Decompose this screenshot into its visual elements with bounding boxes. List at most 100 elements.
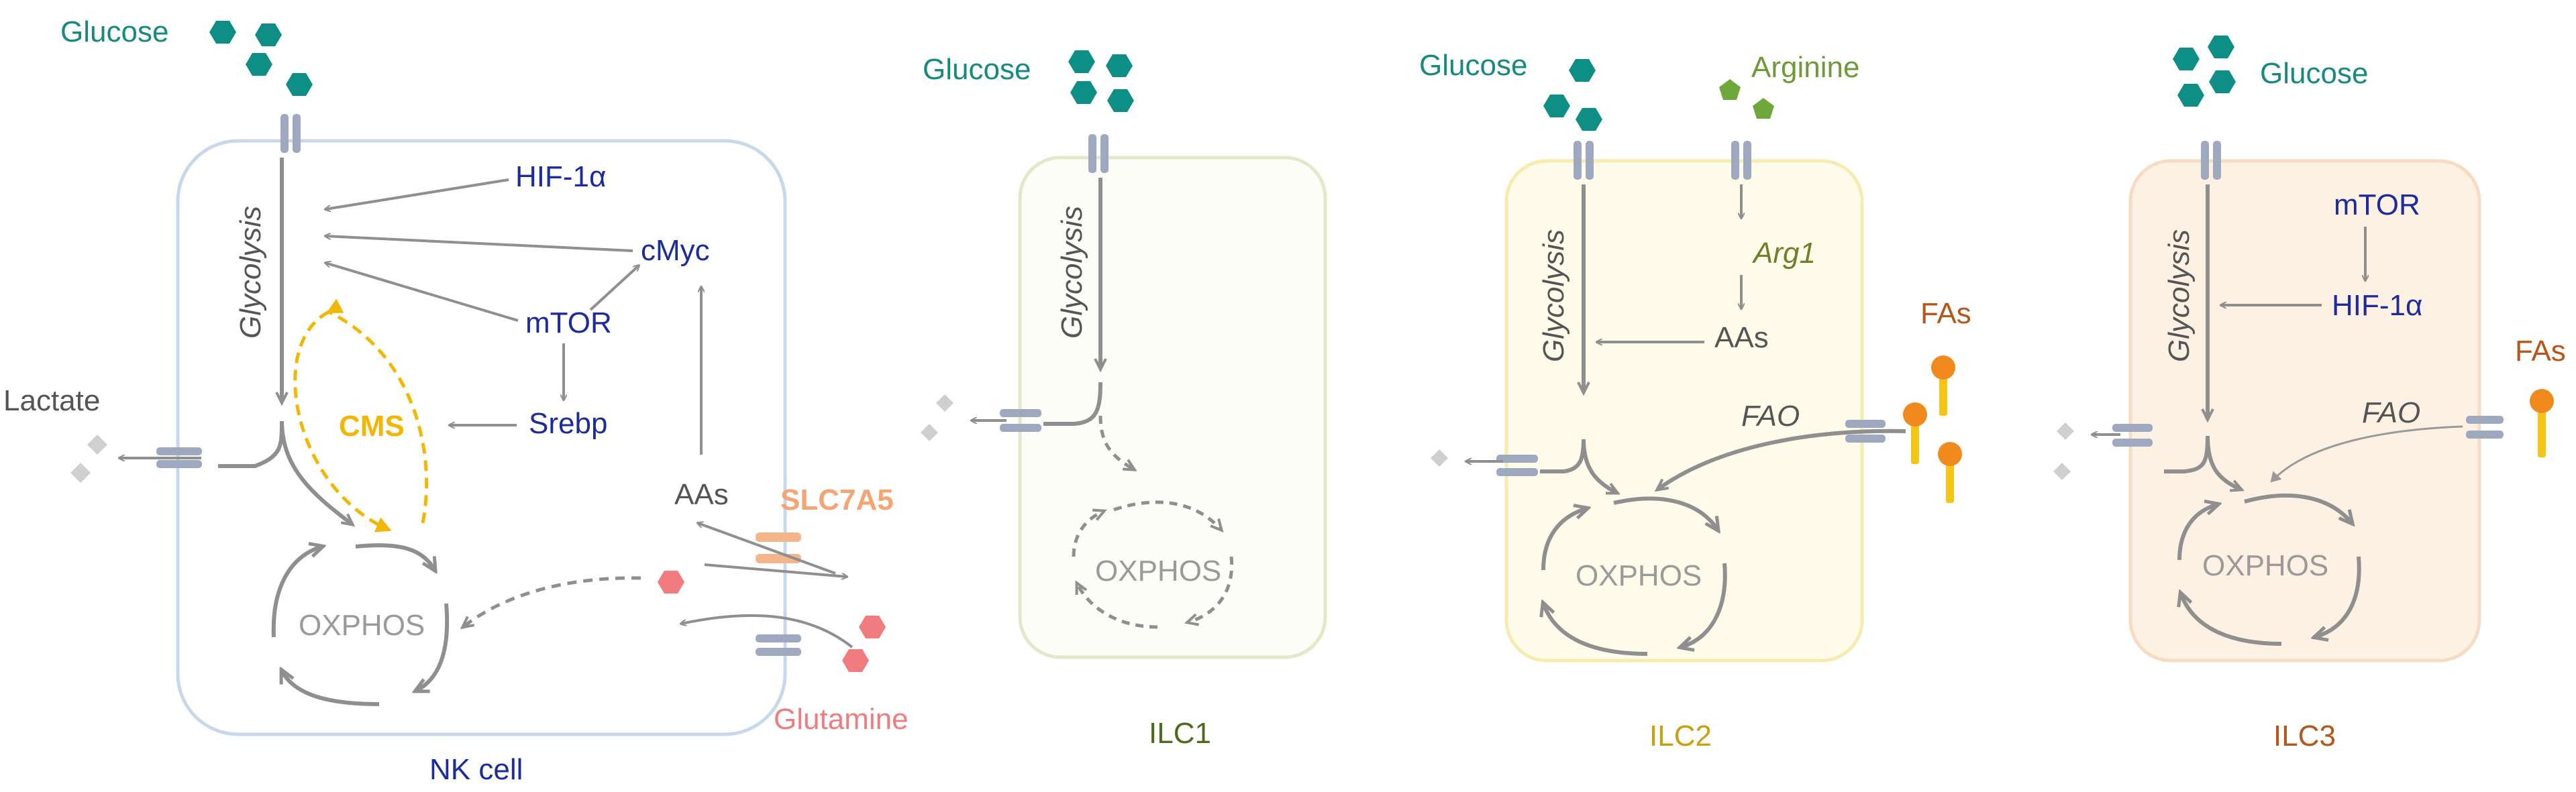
ilc1-lactate-branch (1043, 382, 1102, 426)
glucose-hexagon (255, 23, 282, 46)
nk-srebp-label: Srebp (529, 407, 607, 440)
ilc2-arginine-transporter (1731, 141, 1751, 180)
nk-glucose-transporter (280, 114, 301, 153)
ilc2-arg1-label: Arg1 (1751, 237, 1816, 270)
glucose-hexagon (1068, 50, 1095, 73)
ilc2-fao-arrow (1657, 429, 1906, 490)
nk-cms-label: CMS (339, 410, 405, 443)
glucose-hexagon (1576, 108, 1602, 131)
nk-glutamine-label: Glutamine (774, 703, 909, 736)
nk-mtor-to-cmyc-arrow (589, 266, 639, 311)
glucose-hexagon (246, 53, 272, 76)
nk-mtor-label: mTOR (525, 306, 612, 339)
nk-hif-to-glycolysis-arrow (325, 178, 509, 209)
nk-cell-membrane (176, 139, 787, 736)
fatty-acid-head (1903, 402, 1927, 427)
ilc3-mtor-label: mTOR (2334, 188, 2420, 221)
glucose-hexagon (2173, 48, 2200, 70)
glucose-hexagon (2208, 36, 2234, 58)
ilc2-cell-membrane (1504, 159, 1864, 663)
ilc3-hif-label: HIF-1α (2332, 289, 2422, 322)
ilc1-glucose-molecules (1068, 50, 1134, 112)
fatty-acid-head (1938, 442, 1962, 466)
ilc3-panel: Glucose Glycolysis mTOR HIF-1α FAs (2053, 36, 2566, 752)
ilc3-glucose-molecules (2173, 36, 2236, 107)
ilc2-glucose-transporter (1574, 141, 1594, 180)
glutamine-hexagon (842, 649, 869, 672)
glucose-hexagon (209, 21, 236, 44)
ilc1-oxphos-label: OXPHOS (1095, 555, 1221, 587)
nk-glutamine-transporter (756, 634, 801, 656)
ilc2-fas-label: FAs (1920, 297, 1971, 330)
ilc3-fao-label: FAO (2362, 396, 2420, 429)
ilc3-oxphos-label: OXPHOS (2202, 549, 2328, 582)
ilc2-glycolysis-label: Glycolysis (1537, 229, 1570, 362)
ilc1-glucose-label: Glucose (923, 53, 1031, 86)
ilc1-lactate-molecules (921, 394, 954, 441)
ilc3-lactate-molecules (2053, 422, 2074, 480)
glucose-hexagon (1543, 95, 1570, 117)
ilc2-export-transporter (1496, 455, 1538, 476)
fatty-acid-head (2530, 389, 2554, 413)
nk-glucose-label: Glucose (60, 15, 168, 48)
ilc3-fao-arrow (2270, 425, 2463, 483)
nk-hif-label: HIF-1α (515, 160, 606, 193)
nk-slc-aas-in-arrow (698, 523, 836, 575)
glucose-hexagon (2209, 70, 2236, 93)
ilc1-glucose-transporter (1088, 134, 1109, 173)
ilc2-glucose-label: Glucose (1419, 49, 1527, 82)
ilc2-glucose-molecules (1543, 59, 1602, 131)
ilc2-panel: Glucose Arginine Glycolysis Arg1 AAs (1419, 49, 1971, 752)
ilc3-title: ILC3 (2273, 720, 2336, 752)
ilc3-fatty-acids (2530, 389, 2554, 457)
ilc3-fa-transporter (2466, 416, 2504, 439)
nk-cmyc-to-glycolysis-arrow (325, 236, 633, 252)
ilc2-fao-label: FAO (1741, 400, 1800, 433)
ilc1-oxphos-dashed-branch (1098, 415, 1134, 469)
nk-cmyc-label: cMyc (641, 234, 710, 267)
ilc2-fa-transporter (1845, 420, 1886, 443)
glucose-hexagon (1106, 54, 1133, 77)
nk-aas-label: AAs (674, 478, 729, 511)
nk-slc7a5-label: SLC7A5 (780, 484, 894, 516)
nk-cell-title: NK cell (429, 753, 523, 786)
ilc1-glycolysis-label: Glycolysis (1055, 206, 1088, 339)
ilc1-export-transporter (1000, 409, 1041, 432)
ilc2-fatty-acids (1903, 355, 1962, 503)
ilc2-arginine-molecules (1719, 79, 1774, 119)
nk-glycolysis-label: Glycolysis (234, 206, 267, 339)
nk-oxphos-label: OXPHOS (299, 609, 425, 642)
ilc1-oxphos-cycle (1072, 500, 1234, 629)
glucose-hexagon (286, 73, 313, 96)
nk-oxphos-cycle (271, 545, 450, 706)
ilc3-cell-membrane (2128, 159, 2481, 663)
nk-glucose-molecules (209, 21, 313, 96)
glutamine-hexagon (859, 616, 886, 638)
nk-glutamine-molecules (658, 571, 886, 672)
ilc3-oxphos-cycle (2179, 494, 2361, 646)
nk-cell-panel: Glucose Glycolysis Lactate HIF-1α cMyc m… (3, 15, 909, 786)
ilc2-aas-label: AAs (1714, 321, 1769, 354)
arginine-pentagon (1753, 98, 1774, 119)
ilc2-lactate-molecules (1431, 449, 1448, 467)
ilc2-arginine-label: Arginine (1751, 51, 1859, 84)
glucose-hexagon (1569, 59, 1596, 82)
ilc3-export-transporter (2112, 424, 2153, 447)
glucose-hexagon (1107, 89, 1134, 112)
ilc3-fas-label: FAs (2515, 335, 2566, 367)
nk-slc-glutamine-out-arrow (704, 563, 847, 577)
ilc1-panel: Glucose Glycolysis OXPHOS ILC1 (921, 50, 1234, 750)
ilc2-title: ILC2 (1649, 720, 1712, 752)
glutamine-hexagon (658, 571, 684, 593)
ilc3-glucose-transporter (2201, 141, 2221, 180)
ilc2-oxphos-label: OXPHOS (1576, 559, 1702, 592)
nk-lactate-transporter (156, 447, 202, 468)
ilc2-oxphos-branch (1582, 439, 1617, 495)
ilc2-oxphos-cycle (1543, 496, 1727, 656)
ilc1-cell-membrane (1018, 156, 1327, 659)
fatty-acid-head (1931, 355, 1955, 380)
nk-glutamine-import-arrow (681, 614, 854, 648)
glucose-hexagon (1070, 81, 1097, 104)
